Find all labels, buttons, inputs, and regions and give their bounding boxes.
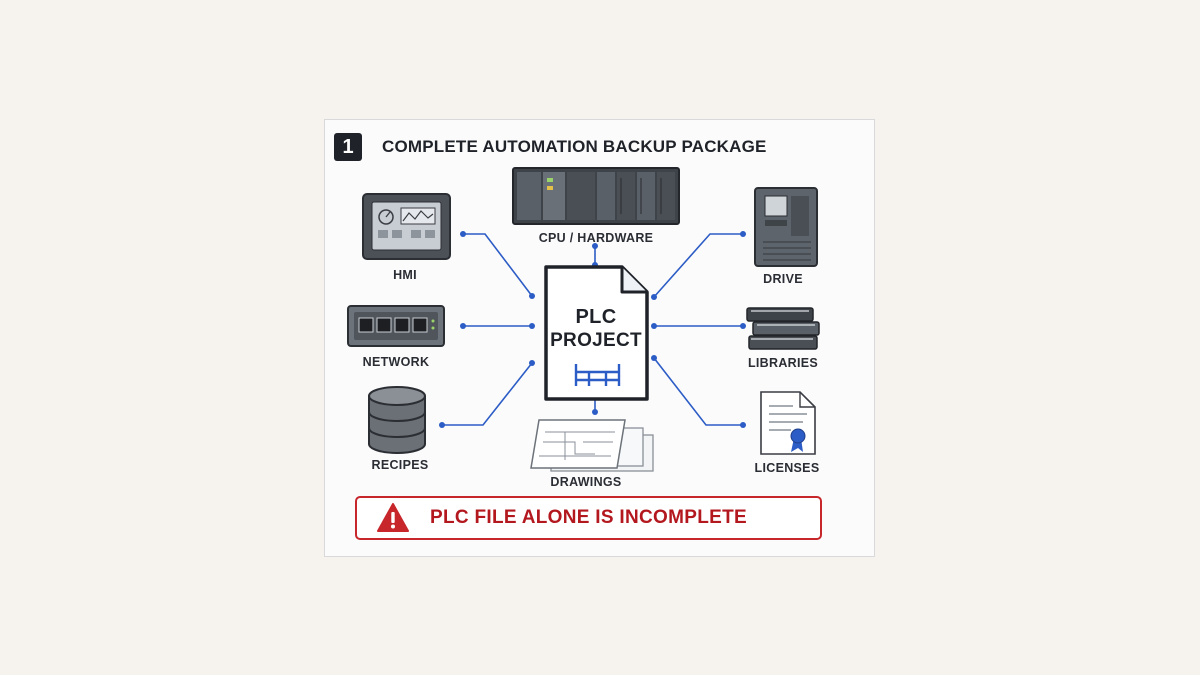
page-title: COMPLETE AUTOMATION BACKUP PACKAGE [382,137,767,156]
ladder-logic-icon [574,364,621,386]
connector-dots [439,231,746,428]
connector-licenses [653,357,743,426]
incomplete-warning-banner: PLC FILE ALONE IS INCOMPLETE [355,496,822,540]
plc-project-title-line2: PROJECT [550,330,642,351]
label-cpu-hardware: CPU / HARDWARE [538,231,654,245]
label-drive: DRIVE [763,272,803,286]
label-libraries: LIBRARIES [747,356,819,370]
connector-drive [653,233,743,298]
license-certificate-icon [760,391,816,455]
backup-package-card: 1 COMPLETE AUTOMATION BACKUP PACKAGE [324,119,875,557]
connector-hmi [463,233,533,297]
label-recipes: RECIPES [371,458,429,472]
step-number-badge: 1 [334,133,362,161]
recipes-database-icon [368,386,426,454]
drawings-sheets-icon [530,419,654,472]
label-licenses: LICENSES [754,461,820,475]
network-switch-icon [347,305,445,347]
libraries-books-icon [746,307,820,350]
label-network: NETWORK [362,355,430,369]
label-drawings: DRAWINGS [550,475,622,489]
warning-triangle-icon [377,503,409,532]
warning-text: PLC FILE ALONE IS INCOMPLETE [430,507,747,528]
hmi-panel-icon [362,193,451,260]
cpu-hardware-rack-icon [512,167,680,225]
drive-unit-icon [754,187,818,267]
connector-recipes [442,362,533,426]
connector-lines [442,233,743,426]
plc-project-document-icon [544,265,649,401]
header: 1 COMPLETE AUTOMATION BACKUP PACKAGE [334,133,767,161]
label-hmi: HMI [393,268,417,282]
plc-project-title-line1: PLC [575,306,617,328]
diagram-canvas [347,167,820,472]
